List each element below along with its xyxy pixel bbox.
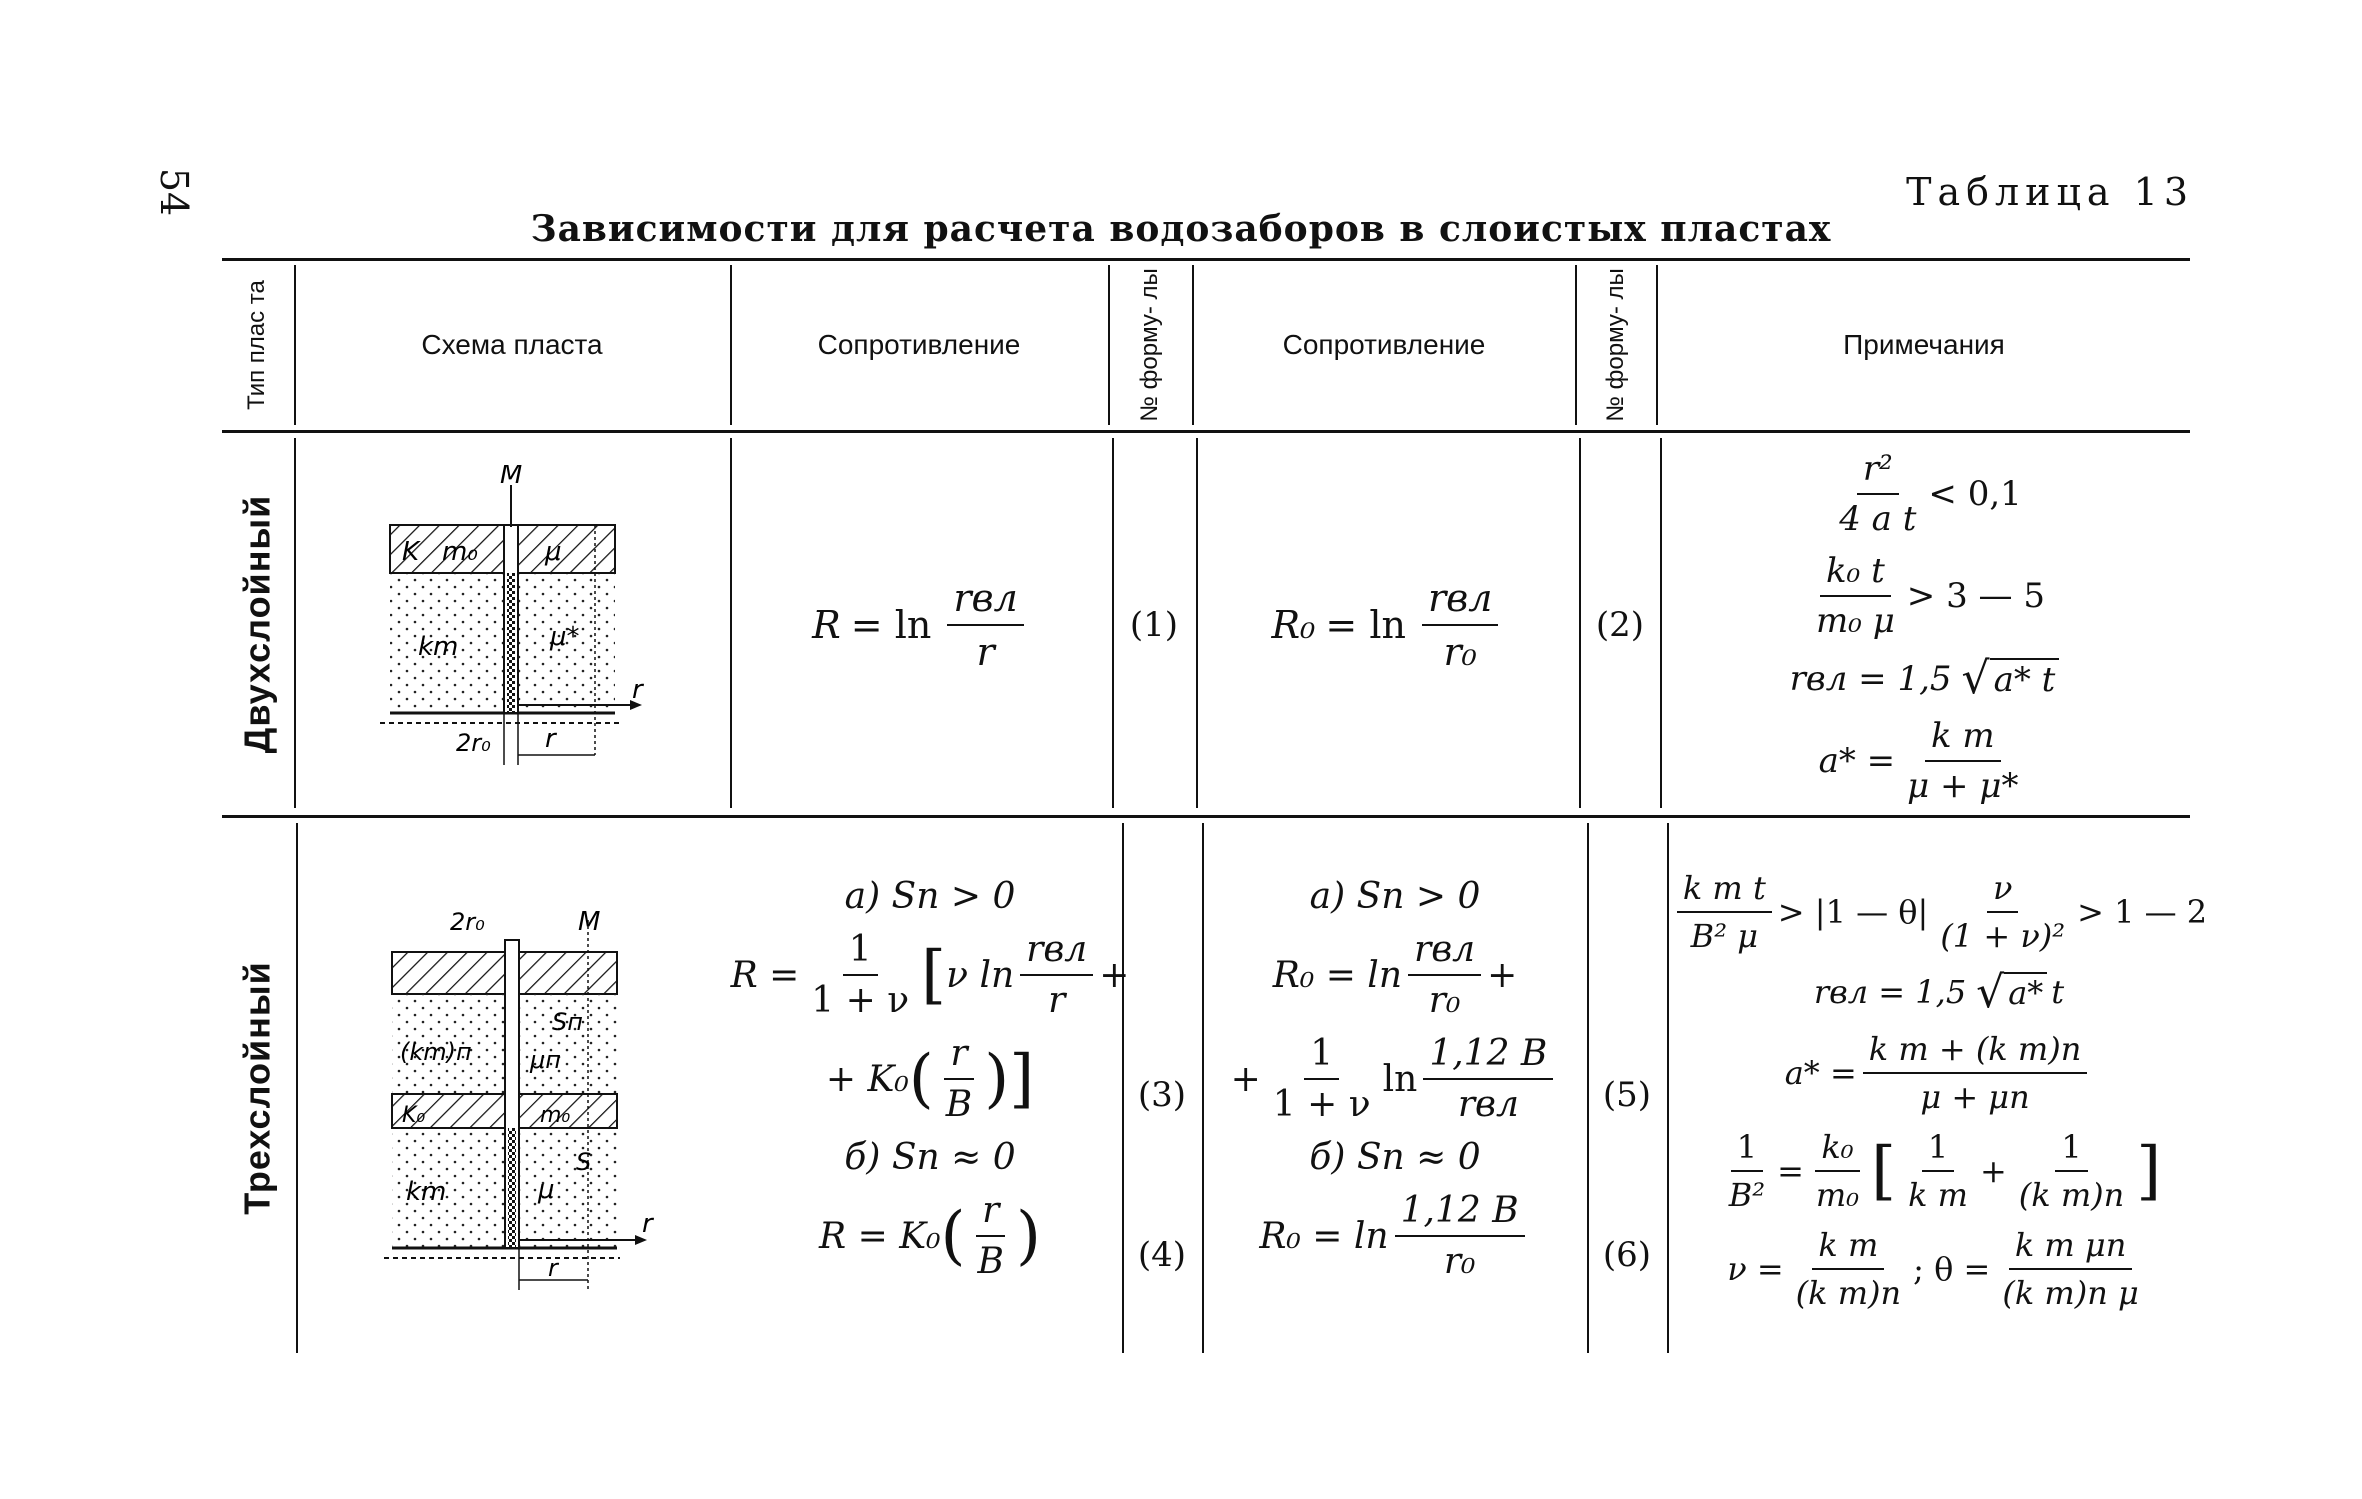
header-bottom-rule xyxy=(222,430,2190,433)
scheme-label: K₀ xyxy=(402,1103,425,1128)
formula-number-1: (1) xyxy=(1129,605,1179,645)
sqrt-icon: √ xyxy=(1961,653,1990,704)
scheme-label: km xyxy=(406,1177,446,1207)
formula-number-3: (3) xyxy=(1137,1075,1187,1115)
col-divider xyxy=(296,823,298,1353)
scheme-label: M xyxy=(578,907,600,937)
header-formula-no-1: № форму- лы xyxy=(1136,268,1164,422)
case-b-label: б) Sп ≈ 0 xyxy=(1309,1137,1481,1178)
scheme-label: Sп xyxy=(552,1008,583,1036)
col-divider xyxy=(294,265,296,425)
scheme-label: μп xyxy=(529,1046,561,1074)
header-resistance-1: Сопротивление xyxy=(817,329,1021,360)
scheme-label: μ xyxy=(537,1175,555,1205)
case-b-label: б) Sп ≈ 0 xyxy=(844,1137,1016,1178)
scheme-three-layer-diagram: 2r₀ M Sп (km)п μп K₀ m₀ S km μ r r xyxy=(384,907,655,1290)
formula-number-6: (6) xyxy=(1602,1235,1652,1275)
col-divider xyxy=(1667,823,1669,1353)
col-divider xyxy=(1656,265,1658,425)
header-scheme: Схема пласта xyxy=(421,329,603,360)
header-formula-no-2: № форму- лы xyxy=(1602,268,1630,422)
scheme-label: r xyxy=(642,1209,655,1239)
col-divider xyxy=(730,265,732,425)
scheme-label: r xyxy=(632,675,645,705)
col-divider xyxy=(1202,823,1204,1353)
row-label-two-layer: Двухслойный xyxy=(236,494,277,754)
scheme-label: r xyxy=(545,724,558,754)
table-number: Таблица 13 xyxy=(1906,170,2194,214)
table-title: Зависимости для расчета водозаборов в сл… xyxy=(530,208,1832,250)
scheme-label: K xyxy=(402,537,421,567)
scheme-label: μ* xyxy=(549,622,580,652)
scheme-label: S xyxy=(576,1148,591,1176)
scheme-label: km xyxy=(418,632,458,662)
col-divider xyxy=(1587,823,1589,1353)
case-a-label: а) Sп > 0 xyxy=(844,876,1016,917)
col-divider xyxy=(294,438,296,808)
row-label-three-layer: Трехслойный xyxy=(237,961,278,1215)
header-resistance-2: Сопротивление xyxy=(1282,329,1486,360)
row-divider-rule xyxy=(222,815,2190,818)
table-top-rule xyxy=(222,258,2190,261)
scheme-label: m₀ xyxy=(442,537,478,567)
case-a-label: а) Sп > 0 xyxy=(1309,876,1481,917)
sqrt-icon: √ xyxy=(1976,966,2005,1018)
header-type: Тип плас та xyxy=(243,280,271,410)
header-notes: Примечания xyxy=(1843,329,2005,360)
col-divider xyxy=(1660,438,1662,808)
scheme-label: m₀ xyxy=(540,1103,570,1128)
col-divider xyxy=(1579,438,1581,808)
formula-number-5: (5) xyxy=(1602,1075,1652,1115)
scheme-label: μ xyxy=(544,537,562,567)
col-divider xyxy=(1112,438,1114,808)
col-divider xyxy=(1122,823,1124,1353)
formula-number-4: (4) xyxy=(1137,1235,1187,1275)
col-divider xyxy=(1192,265,1194,425)
scheme-label: 2r₀ xyxy=(456,729,491,757)
scheme-label: M xyxy=(500,465,522,490)
col-divider xyxy=(730,438,732,808)
col-divider xyxy=(1196,438,1198,808)
col-divider xyxy=(1108,265,1110,425)
scheme-two-layer-diagram: M K m₀ μ km μ* r 2r₀ r xyxy=(380,465,645,765)
scheme-label: r xyxy=(548,1254,560,1282)
formula-number-2: (2) xyxy=(1595,605,1645,645)
scheme-label: 2r₀ xyxy=(450,908,485,936)
scheme-label: (km)п xyxy=(400,1038,472,1066)
col-divider xyxy=(1575,265,1577,425)
